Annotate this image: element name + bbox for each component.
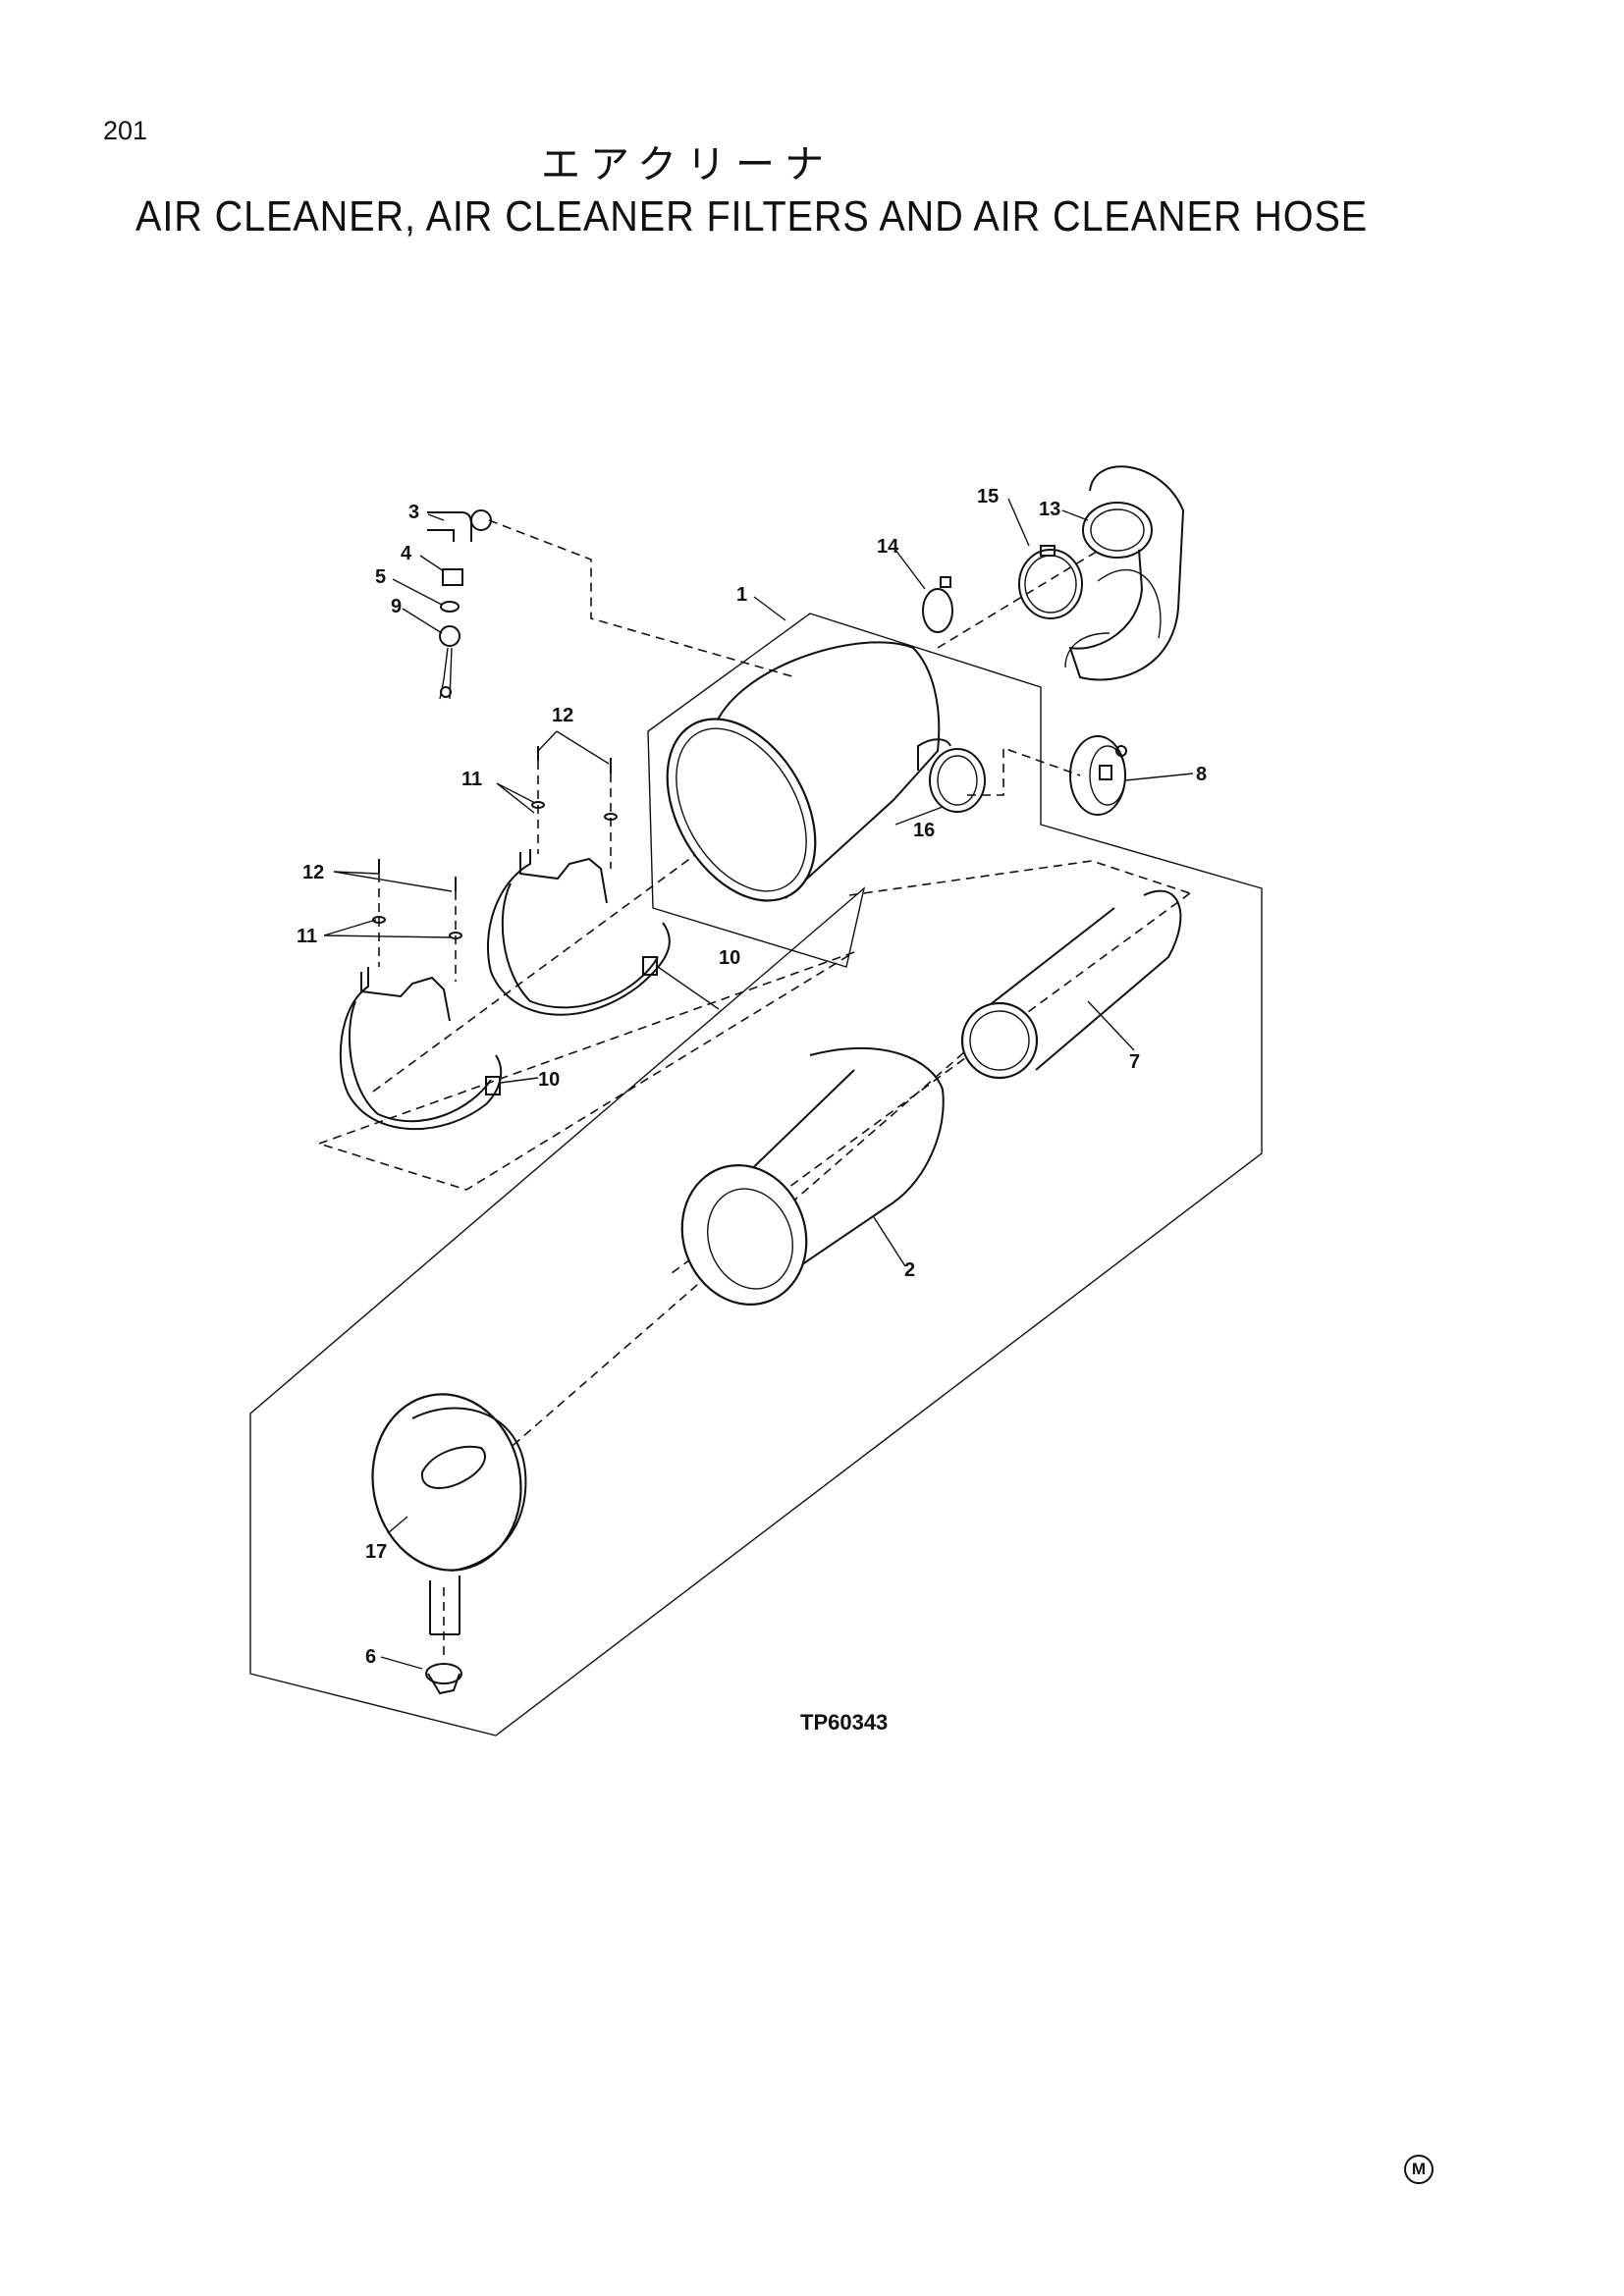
callout-10-upper: 10 <box>719 947 740 969</box>
callout-12-lower: 12 <box>302 862 324 883</box>
elbow-fitting <box>427 509 492 542</box>
hose-clamp-small <box>922 576 953 633</box>
outlet-cap <box>1069 735 1127 816</box>
restriction-indicator <box>439 625 460 700</box>
callout-8: 8 <box>1196 764 1207 785</box>
mounting-band-rear <box>487 849 671 1016</box>
filter-group-frame <box>848 860 1191 896</box>
intake-elbow-hose <box>1064 465 1185 681</box>
callout-10-lower: 10 <box>538 1069 560 1091</box>
page-number: 201 <box>103 116 148 145</box>
drawing-number: TP60343 <box>800 1710 889 1735</box>
callout-11-lower: 11 <box>297 926 317 947</box>
callout-6: 6 <box>365 1646 376 1668</box>
callout-15: 15 <box>977 486 999 507</box>
callout-12-upper: 12 <box>552 705 573 726</box>
air-cleaner-housing <box>666 641 986 902</box>
housing-group-frame <box>249 613 1263 1736</box>
callout-16: 16 <box>913 820 935 841</box>
band-group-frame <box>316 951 855 1191</box>
fitting-nut <box>442 568 463 586</box>
o-ring-washer <box>440 601 460 613</box>
band-screws <box>372 746 618 939</box>
page-title: AIR CLEANER, AIR CLEANER FILTERS AND AIR… <box>135 192 1369 240</box>
callout-14: 14 <box>877 536 899 558</box>
primary-filter <box>680 1046 945 1307</box>
safety-filter <box>960 889 1182 1080</box>
callout-2: 2 <box>904 1259 915 1281</box>
leader-lines <box>323 498 1194 1670</box>
manufacturer-mark: M <box>1404 2155 1434 2184</box>
fitting-path <box>488 519 796 678</box>
callout-1: 1 <box>736 584 747 606</box>
callout-3: 3 <box>408 502 419 523</box>
filter-axis-path <box>490 1044 973 1466</box>
hose-clamp-large <box>1018 545 1083 619</box>
outlet-path <box>967 746 1081 796</box>
callout-17: 17 <box>365 1541 387 1563</box>
filter-outer-guide <box>667 892 1191 1277</box>
callout-11-upper: 11 <box>461 769 482 790</box>
hose-path <box>937 549 1101 649</box>
callout-13: 13 <box>1039 499 1060 520</box>
title-japanese: エアクリーナ <box>541 142 834 187</box>
callout-7: 7 <box>1129 1051 1140 1073</box>
mounting-band-front <box>339 967 503 1130</box>
band-axis-path <box>372 824 737 1093</box>
end-cover <box>371 1393 527 1635</box>
callout-labels: 3 4 5 9 1 14 15 13 8 16 12 11 12 11 10 1… <box>297 486 1207 1668</box>
callout-9: 9 <box>391 596 402 617</box>
vacuator-valve <box>425 1663 462 1695</box>
callout-5: 5 <box>375 566 386 588</box>
callout-4: 4 <box>401 543 412 564</box>
